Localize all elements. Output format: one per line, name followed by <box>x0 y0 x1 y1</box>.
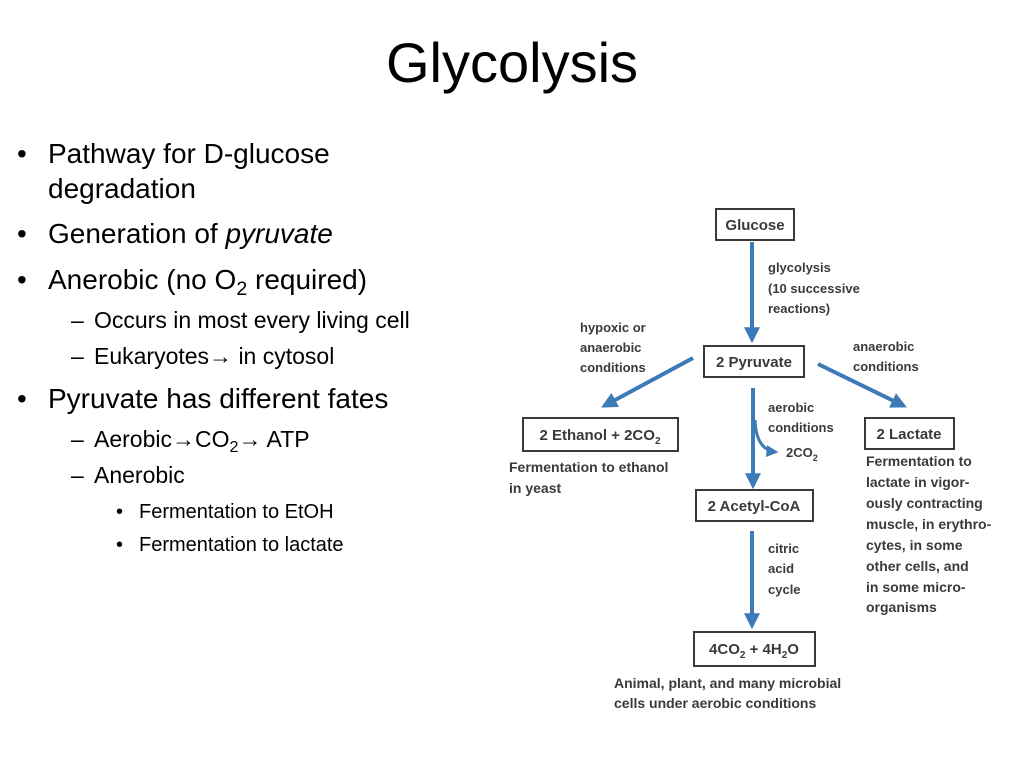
label-hypoxic-line-1: hypoxic or <box>580 320 646 335</box>
box-final-products-label: 4CO2 + 4H2O <box>709 641 799 661</box>
caption-final: Animal, plant, and many microbial cells … <box>614 675 841 711</box>
label-co2-subscript: 2 <box>813 453 818 463</box>
label-anaerobic-line-2: conditions <box>853 359 919 374</box>
subbullet-aerobic-suffix: → ATP <box>238 426 310 452</box>
label-hypoxic-line-3: conditions <box>580 360 646 375</box>
box-ethanol: 2 Ethanol + 2CO2 <box>522 417 679 452</box>
label-citric: citric acid cycle <box>768 541 801 597</box>
label-glycolysis: glycolysis (10 successive reactions) <box>768 260 860 316</box>
caption-lactate-line-5: cytes, in some <box>866 537 963 553</box>
label-aerobic-line-1: aerobic <box>768 400 814 415</box>
caption-lactate-line-3: ously contracting <box>866 495 983 511</box>
bullet-anerobic-suffix: required) <box>247 264 368 295</box>
box-lactate-frame <box>864 417 955 450</box>
label-aerobic-line-2: conditions <box>768 420 834 435</box>
box-lactate-label: 2 Lactate <box>876 426 941 443</box>
caption-lactate: Fermentation to lactate in vigor- ously … <box>866 453 992 615</box>
diagram-arrows <box>601 242 907 630</box>
label-glycolysis-line-1: glycolysis <box>768 260 831 275</box>
bullet-generation-text: Generation of <box>48 218 226 249</box>
box-acetyl-coa-label: 2 Acetyl-CoA <box>708 498 801 515</box>
arrow-pyruvate-to-lactate <box>817 362 907 408</box>
arrow-pyruvate-to-ethanol <box>601 356 694 408</box>
bullet-anerobic-text: Anerobic (no O <box>48 264 237 295</box>
box-final-products: 4CO2 + 4H2O <box>693 631 816 667</box>
final-text-c: O <box>787 641 799 658</box>
caption-lactate-line-4: muscle, in erythro- <box>866 516 992 532</box>
subbullet-aerobic-subscript: 2 <box>229 437 239 456</box>
bullet-pathway: Pathway for D-glucose degradation <box>17 136 488 206</box>
label-co2-text: 2CO <box>786 445 813 460</box>
caption-lactate-line-6: other cells, and <box>866 558 969 574</box>
caption-ethanol: Fermentation to ethanol in yeast <box>509 459 668 496</box>
label-hypoxic-line-2: anaerobic <box>580 340 641 355</box>
subbullet-aerobic-text: Aerobic→CO <box>94 426 230 452</box>
box-ethanol-subscript: 2 <box>655 436 661 447</box>
subbullet-anerobic: Anerobic <box>71 460 514 490</box>
box-ethanol-frame <box>522 417 679 452</box>
box-lactate: 2 Lactate <box>864 417 955 450</box>
caption-lactate-line-2: lactate in vigor- <box>866 474 970 490</box>
final-text-a: 4CO <box>709 641 740 658</box>
bullet-pyruvate-fates: Pyruvate has different fates <box>17 381 488 416</box>
bullet-anerobic: Anerobic (no O2 required) <box>17 262 488 300</box>
final-subscript-1: 2 <box>740 650 746 661</box>
subbullet-aerobic: Aerobic→CO2→ ATP <box>71 424 514 456</box>
bullet-pathway-text: Pathway for D-glucose <box>48 138 330 169</box>
label-anaerobic: anaerobic conditions <box>853 339 919 374</box>
bullet-generation: Generation of pyruvate <box>17 216 488 251</box>
caption-ethanol-line-1: Fermentation to ethanol <box>509 459 668 475</box>
final-subscript-2: 2 <box>782 650 788 661</box>
label-citric-line-1: citric <box>768 541 799 556</box>
caption-final-line-2: cells under aerobic conditions <box>614 695 816 711</box>
box-pyruvate-label: 2 Pyruvate <box>716 354 792 371</box>
label-aerobic: aerobic conditions <box>768 400 834 435</box>
box-ethanol-label: 2 Ethanol + 2CO2 <box>539 427 660 447</box>
box-acetyl-coa: 2 Acetyl-CoA <box>695 489 814 522</box>
subbullet-eukaryotes: Eukaryotes→ in cytosol <box>71 341 514 371</box>
label-glycolysis-line-2: (10 successive <box>768 281 860 296</box>
box-glucose-frame <box>715 208 795 241</box>
caption-ethanol-line-2: in yeast <box>509 480 561 496</box>
label-citric-line-3: cycle <box>768 582 801 597</box>
subsubbullet-lactate: Fermentation to lactate <box>116 532 499 558</box>
arrow-co2-release <box>753 419 779 458</box>
box-glucose: Glucose <box>715 208 795 241</box>
box-final-products-frame <box>693 631 816 667</box>
final-text-b: + 4H <box>745 641 781 658</box>
box-ethanol-text: 2 Ethanol + 2CO <box>539 427 655 444</box>
label-glycolysis-line-3: reactions) <box>768 301 830 316</box>
bullet-anerobic-subscript: 2 <box>236 277 248 300</box>
caption-lactate-line-1: Fermentation to <box>866 453 972 469</box>
bullet-generation-italic: pyruvate <box>225 218 333 249</box>
caption-lactate-line-8: organisms <box>866 599 937 615</box>
label-hypoxic: hypoxic or anaerobic conditions <box>580 320 646 375</box>
label-anaerobic-line-1: anaerobic <box>853 339 914 354</box>
box-acetyl-coa-frame <box>695 489 814 522</box>
subsubbullet-etoh: Fermentation to EtOH <box>116 499 499 525</box>
label-co2: 2CO2 <box>786 445 818 463</box>
label-citric-line-2: acid <box>768 561 794 576</box>
box-pyruvate: 2 Pyruvate <box>703 345 805 378</box>
caption-lactate-line-7: in some micro- <box>866 579 966 595</box>
box-pyruvate-frame <box>703 345 805 378</box>
subbullet-living-cell: Occurs in most every living cell <box>71 305 514 335</box>
caption-final-line-1: Animal, plant, and many microbial <box>614 675 841 691</box>
bullet-pathway-continued: degradation <box>48 173 196 204</box>
slide-title: Glycolysis <box>385 31 639 94</box>
box-glucose-label: Glucose <box>725 217 784 234</box>
